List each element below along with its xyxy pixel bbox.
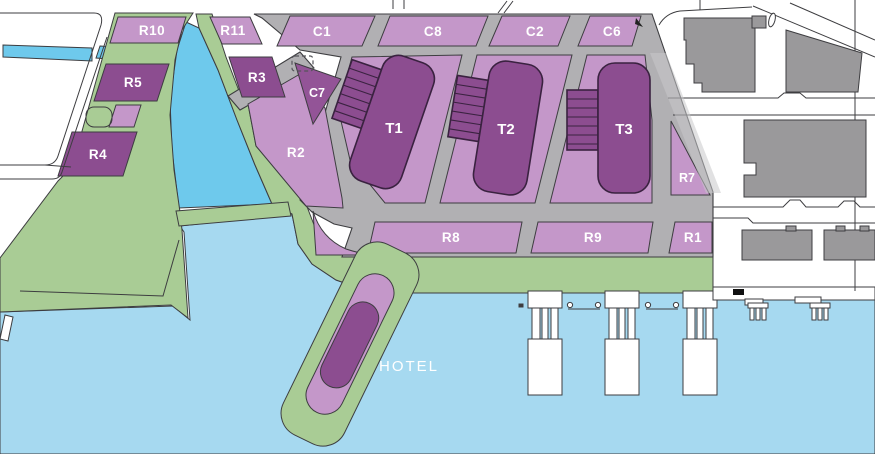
- parcel-c6: [577, 15, 642, 47]
- context-buildings: [683, 12, 875, 261]
- road-break-symbol: [497, 0, 514, 14]
- tower-t2: [446, 60, 544, 196]
- context-building-6: [823, 229, 875, 261]
- marina-pier-3: [682, 290, 718, 396]
- parcel-label-r8: R8: [442, 230, 460, 245]
- context-building-4: [743, 119, 867, 198]
- parcel-label-r7: R7: [679, 171, 695, 185]
- tower-t2-steps: [449, 83, 487, 135]
- peninsula-path-line: [19, 239, 180, 297]
- parcel-label-r1: R1: [684, 230, 702, 245]
- context-building-3: [785, 29, 863, 93]
- hotel-pier: [280, 241, 420, 447]
- parcel-r11: [209, 16, 263, 45]
- corner-mark: [635, 18, 643, 27]
- park-pavilion-outline: [85, 106, 113, 128]
- parcel-label-r5: R5: [124, 75, 142, 90]
- parcel-c2: [488, 15, 571, 47]
- context-building-5: [741, 229, 813, 261]
- parcel-label-r9: R9: [584, 230, 602, 245]
- tower-label-t1: T1: [385, 120, 403, 137]
- parcel-label-r11: R11: [220, 23, 246, 38]
- hotel-label: HOTEL: [379, 358, 439, 375]
- tower-label-t3: T3: [615, 121, 633, 138]
- context-streets-west: [0, 12, 108, 180]
- site-boundary-shadow: [650, 53, 721, 193]
- finger-pier-2: [809, 302, 831, 321]
- quay-marker: [733, 289, 744, 295]
- finger-pier-1: [747, 302, 769, 321]
- parcel-label-r10: R10: [139, 23, 165, 38]
- small-jetty: [0, 314, 14, 342]
- context-building-2: [751, 15, 767, 29]
- canal-west: [2, 44, 93, 62]
- parcel-r10: [109, 16, 187, 44]
- parcel-r4: [57, 131, 138, 177]
- parcel-c7: [294, 62, 342, 126]
- future-site-dashed-outline: [291, 55, 314, 72]
- tower-t3: [566, 62, 651, 194]
- tower-t3-steps: [567, 98, 598, 145]
- parcel-c1: [276, 15, 376, 47]
- context-building-1: [683, 17, 756, 93]
- tower-t3-body: [597, 62, 651, 194]
- parcel-label-c6: C6: [603, 24, 621, 39]
- survey-ticks: [392, 0, 405, 9]
- parcel-r9: [530, 221, 654, 254]
- tower-t1: [330, 54, 436, 190]
- parcel-label-c7: C7: [309, 86, 325, 100]
- east-quay: [712, 286, 875, 321]
- tower-t2-body: [472, 60, 544, 196]
- moored-boats: [518, 301, 680, 310]
- marina-pier-1: [527, 290, 563, 396]
- parcel-r5: [93, 63, 170, 102]
- parcel-label-r4: R4: [89, 147, 107, 162]
- parcel-r5-annex: [108, 104, 142, 128]
- context-silo: [768, 12, 776, 28]
- parcel-r1: [668, 221, 713, 254]
- parcel-r3: [228, 56, 286, 98]
- parcel-label-r2: R2: [287, 145, 305, 160]
- parcel-label-c2: C2: [526, 24, 544, 39]
- hotel-building: [319, 301, 380, 389]
- parcel-label-r3: R3: [248, 70, 266, 85]
- tower-t1-steps: [334, 67, 379, 122]
- tower-t1-body: [348, 54, 436, 190]
- tower-t3-podium: [566, 89, 599, 151]
- parcel-label-c1: C1: [313, 24, 331, 39]
- parcel-label-c8: C8: [424, 24, 442, 39]
- tower-label-t2: T2: [497, 121, 515, 138]
- foot-bridge: [175, 201, 292, 227]
- marina-pier-2: [604, 290, 640, 396]
- parcel-c8: [377, 15, 489, 47]
